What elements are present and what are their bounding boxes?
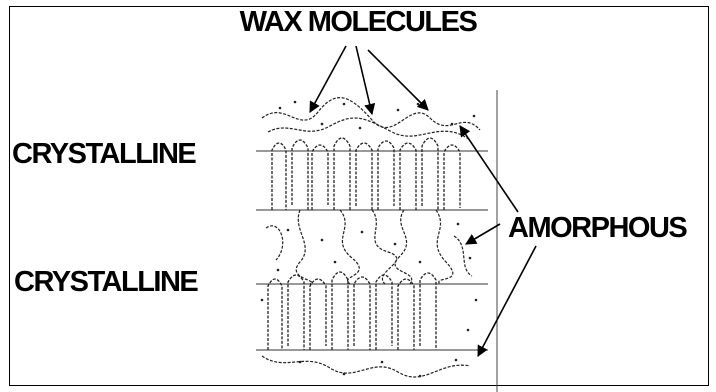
arrow-amor-3 [478, 246, 536, 356]
crystalline-label-top: CRYSTALLINE [12, 140, 195, 169]
wax-molecules-label: WAX MOLECULES [0, 8, 716, 37]
arrow-wax-2 [356, 46, 372, 114]
crystalline-region-top [272, 138, 460, 210]
scattered-dots [261, 101, 478, 378]
amorphous-chains [262, 98, 480, 377]
arrow-amor-1 [460, 126, 518, 212]
arrow-wax-1 [310, 46, 346, 112]
crystalline-label-bottom: CRYSTALLINE [14, 268, 197, 297]
wax-molecule-arrows [310, 46, 428, 114]
arrow-wax-3 [368, 50, 428, 110]
arrow-amor-2 [466, 224, 500, 244]
amorphous-label: AMORPHOUS [508, 214, 686, 243]
